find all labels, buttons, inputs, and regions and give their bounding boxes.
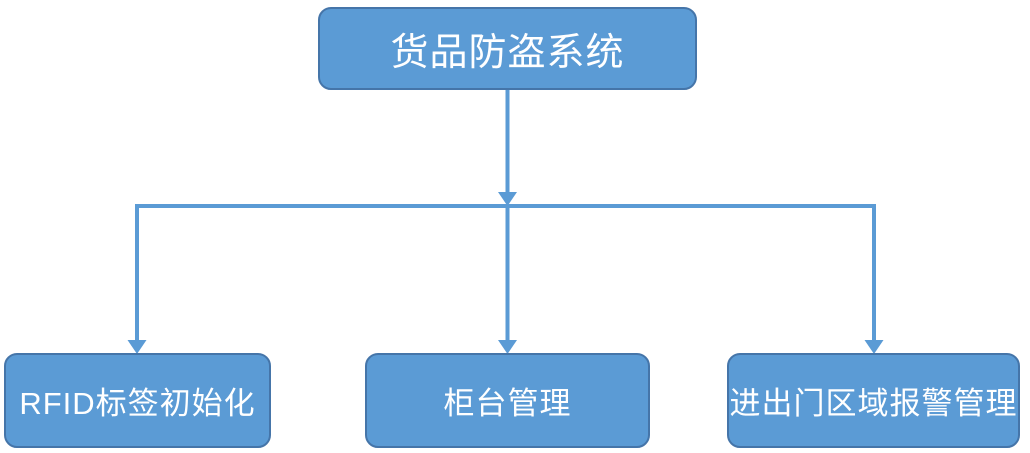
node-root: 货品防盗系统 <box>318 7 697 90</box>
arrowhead-right <box>864 340 884 354</box>
arrowhead-trunk <box>498 192 517 206</box>
node-entry-exit-alarm: 进出门区域报警管理 <box>727 353 1020 448</box>
node-entry-exit-alarm-label: 进出门区域报警管理 <box>729 386 1018 421</box>
node-rfid-tag-init-label: RFID标签初始化 <box>19 386 256 421</box>
node-counter-management-label: 柜台管理 <box>443 386 572 421</box>
node-counter-management: 柜台管理 <box>365 353 650 448</box>
node-root-label: 货品防盗系统 <box>390 32 625 74</box>
arrowhead-center <box>498 340 517 354</box>
node-rfid-tag-init: RFID标签初始化 <box>4 353 271 448</box>
arrowhead-left <box>127 340 147 354</box>
